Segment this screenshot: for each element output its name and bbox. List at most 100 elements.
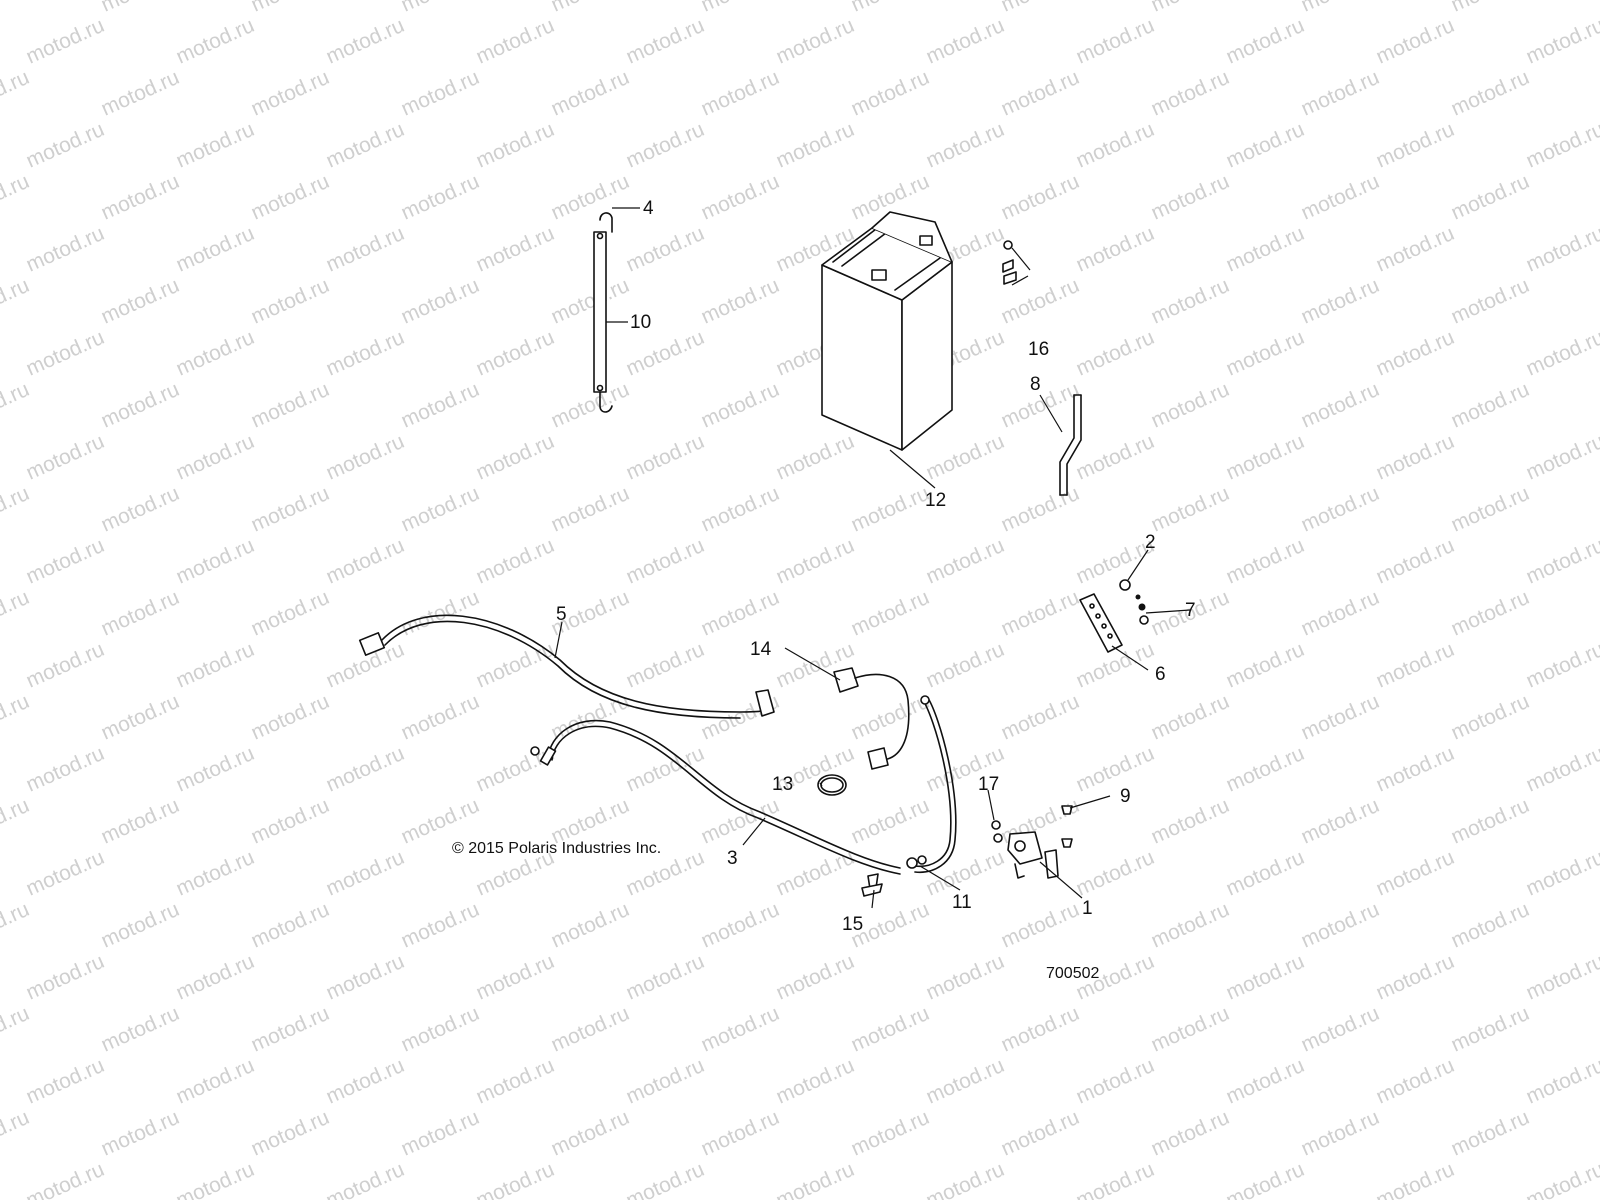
callout-2: 2: [1145, 532, 1156, 553]
watermark-text: motod.ru: [1073, 1054, 1158, 1109]
watermark-text: motod.ru: [1523, 638, 1600, 693]
callout-6: 6: [1155, 664, 1166, 685]
watermark-text: motod.ru: [398, 898, 483, 953]
watermark-text: motod.ru: [773, 118, 858, 173]
watermark-text: motod.ru: [98, 586, 183, 641]
callout-16: 16: [1028, 339, 1049, 360]
watermark-text: motod.ru: [1523, 1158, 1600, 1200]
callout-12: 12: [925, 490, 946, 511]
watermark-text: motod.ru: [1148, 794, 1233, 849]
watermark-text: motod.ru: [323, 1054, 408, 1109]
watermark-text: motod.ru: [998, 586, 1083, 641]
watermark-text: motod.ru: [173, 326, 258, 381]
watermark-text: motod.ru: [1523, 846, 1600, 901]
watermark-text: motod.ru: [323, 1158, 408, 1200]
watermark-text: motod.ru: [0, 66, 33, 121]
watermark-text: motod.ru: [1148, 482, 1233, 537]
watermark-text: motod.ru: [1448, 378, 1533, 433]
callout-5: 5: [556, 604, 567, 625]
watermark-text: motod.ru: [1223, 638, 1308, 693]
watermark-text: motod.ru: [473, 742, 558, 797]
watermark-text: motod.ru: [848, 794, 933, 849]
watermark-text: motod.ru: [1373, 222, 1458, 277]
watermark-text: motod.ru: [248, 274, 333, 329]
watermark-text: motod.ru: [848, 586, 933, 641]
watermark-text: motod.ru: [248, 66, 333, 121]
watermark-text: motod.ru: [398, 66, 483, 121]
watermark-text: motod.ru: [923, 430, 1008, 485]
watermark-text: motod.ru: [923, 638, 1008, 693]
callout-3: 3: [727, 848, 738, 869]
watermark-text: motod.ru: [1148, 66, 1233, 121]
watermark-text: motod.ru: [98, 170, 183, 225]
watermark-text: motod.ru: [23, 638, 108, 693]
watermark-text: motod.ru: [473, 1158, 558, 1200]
watermark-text: motod.ru: [23, 14, 108, 69]
watermark-text: motod.ru: [1073, 742, 1158, 797]
watermark-text: motod.ru: [1148, 690, 1233, 745]
callout-labels: 4 10 12 16 8 2 7 6 5 14 13 3 11 15 17 9 …: [556, 198, 1196, 935]
watermark-text: motod.ru: [398, 0, 483, 17]
callout-7: 7: [1185, 600, 1196, 621]
watermark-text: motod.ru: [1448, 482, 1533, 537]
watermark-text: motod.ru: [473, 430, 558, 485]
watermark-text: motod.ru: [1523, 326, 1600, 381]
battery-bracket: [1059, 394, 1082, 496]
solenoid: [1007, 831, 1059, 879]
watermark-text: motod.ru: [848, 1002, 933, 1057]
watermark-text: motod.ru: [1523, 534, 1600, 589]
watermark-text: motod.ru: [1073, 222, 1158, 277]
watermark-text: motod.ru: [848, 66, 933, 121]
watermark-text: motod.ru: [473, 118, 558, 173]
watermark-text: motod.ru: [998, 1106, 1083, 1161]
watermark-text: motod.ru: [998, 482, 1083, 537]
watermark-text: motod.ru: [248, 1002, 333, 1057]
watermark-text: motod.ru: [1223, 1158, 1308, 1200]
watermark-text: motod.ru: [98, 482, 183, 537]
watermark-text: motod.ru: [23, 950, 108, 1005]
watermark-text: motod.ru: [998, 1002, 1083, 1057]
watermark-text: motod.ru: [323, 534, 408, 589]
watermark-text: motod.ru: [248, 898, 333, 953]
watermark-text: motod.ru: [1373, 14, 1458, 69]
watermark-text: motod.ru: [623, 430, 708, 485]
watermark-text: motod.ru: [398, 482, 483, 537]
watermark-text: motod.ru: [1373, 1158, 1458, 1200]
watermark-text: motod.ru: [1298, 586, 1383, 641]
watermark-text: motod.ru: [248, 170, 333, 225]
watermark-text: motod.ru: [173, 1158, 258, 1200]
watermark-text: motod.ru: [623, 222, 708, 277]
watermark-text: motod.ru: [173, 742, 258, 797]
watermark-text: motod.ru: [923, 950, 1008, 1005]
callout-9: 9: [1120, 786, 1131, 807]
watermark-text: motod.ru: [1073, 326, 1158, 381]
cable-nut: [906, 855, 927, 869]
watermark-text: motod.ru: [173, 1054, 258, 1109]
watermark-text: motod.ru: [98, 898, 183, 953]
watermark-text: motod.ru: [1373, 1054, 1458, 1109]
watermark-text: motod.ru: [548, 1106, 633, 1161]
watermark-text: motod.ru: [698, 898, 783, 953]
watermark-text: motod.ru: [1448, 794, 1533, 849]
watermark-text: motod.ru: [98, 66, 183, 121]
watermark-text: motod.ru: [1523, 1054, 1600, 1109]
watermark-text: motod.ru: [0, 898, 33, 953]
watermark-text: motod.ru: [398, 274, 483, 329]
watermark-text: motod.ru: [848, 690, 933, 745]
watermark-text: motod.ru: [923, 118, 1008, 173]
watermark-text: motod.ru: [98, 1002, 183, 1057]
push-fastener: [861, 873, 883, 897]
watermark-text: motod.ru: [248, 378, 333, 433]
wire-harness: [358, 614, 775, 719]
watermark-text: motod.ru: [623, 1054, 708, 1109]
watermark-text: motod.ru: [0, 0, 33, 17]
watermark-text: motod.ru: [1073, 118, 1158, 173]
watermark-text: motod.ru: [0, 274, 33, 329]
callout-13: 13: [772, 774, 793, 795]
watermark-text: motod.ru: [1448, 66, 1533, 121]
watermark-text: motod.ru: [173, 638, 258, 693]
watermark-text: motod.ru: [848, 482, 933, 537]
watermark-text: motod.ru: [773, 534, 858, 589]
watermark-text: motod.ru: [473, 534, 558, 589]
